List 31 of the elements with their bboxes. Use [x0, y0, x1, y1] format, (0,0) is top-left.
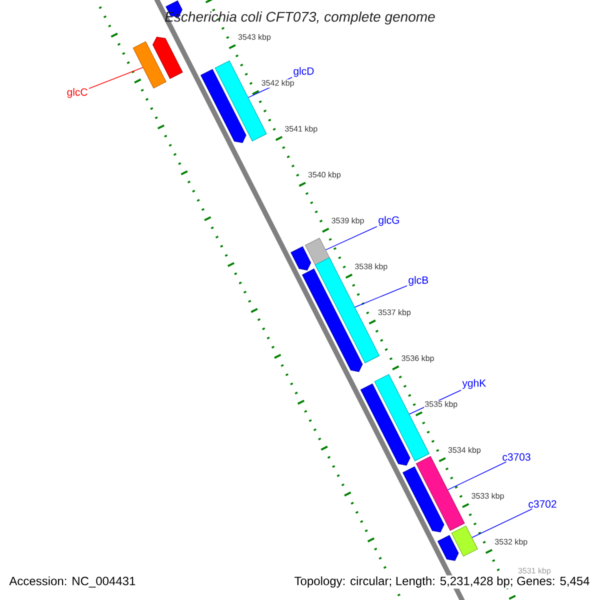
gene-label: glcG: [378, 216, 399, 226]
gene-label: glcD: [294, 67, 314, 77]
leader-line: [325, 226, 378, 250]
tick-label: 3542 kbp: [260, 79, 295, 88]
tick-label: 3535 kbp: [424, 400, 458, 410]
leader-line: [88, 67, 144, 89]
footer-text: Accession: NC_004431: [8, 575, 137, 589]
gene-label: c3703: [502, 453, 530, 461]
gene-label: yghK: [462, 379, 486, 389]
tick-label: 3540 kbp: [308, 171, 342, 180]
tick-label: 3536 kbp: [400, 354, 435, 364]
footer-text: Topology: circular; Length: 5,231,428 bp; Genes: 5,454: [293, 575, 591, 589]
gene-box: [416, 456, 465, 531]
tick-label: 3537 kbp: [378, 308, 412, 318]
gene-feature: [290, 246, 312, 270]
tick-label: 3538 kbp: [354, 262, 388, 272]
leader-line: [447, 462, 507, 490]
gene-feature: [152, 36, 183, 79]
gene-label: glcC: [67, 88, 88, 98]
leader-line: [472, 508, 533, 538]
gene-box: [132, 41, 166, 88]
leader-line: [354, 285, 408, 308]
gene-label: c3702: [528, 500, 556, 508]
tick-label: 3543 kbp: [238, 33, 272, 42]
tick-label: 3534 kbp: [448, 446, 482, 455]
gene-label: glcB: [408, 276, 428, 286]
gene-feature: [402, 466, 444, 532]
tick-label: 3539 kbp: [330, 217, 365, 226]
tick-label: 3531 kbp: [517, 567, 552, 576]
tick-label: 3532 kbp: [494, 538, 528, 547]
tick-label: 3541 kbp: [284, 125, 318, 134]
